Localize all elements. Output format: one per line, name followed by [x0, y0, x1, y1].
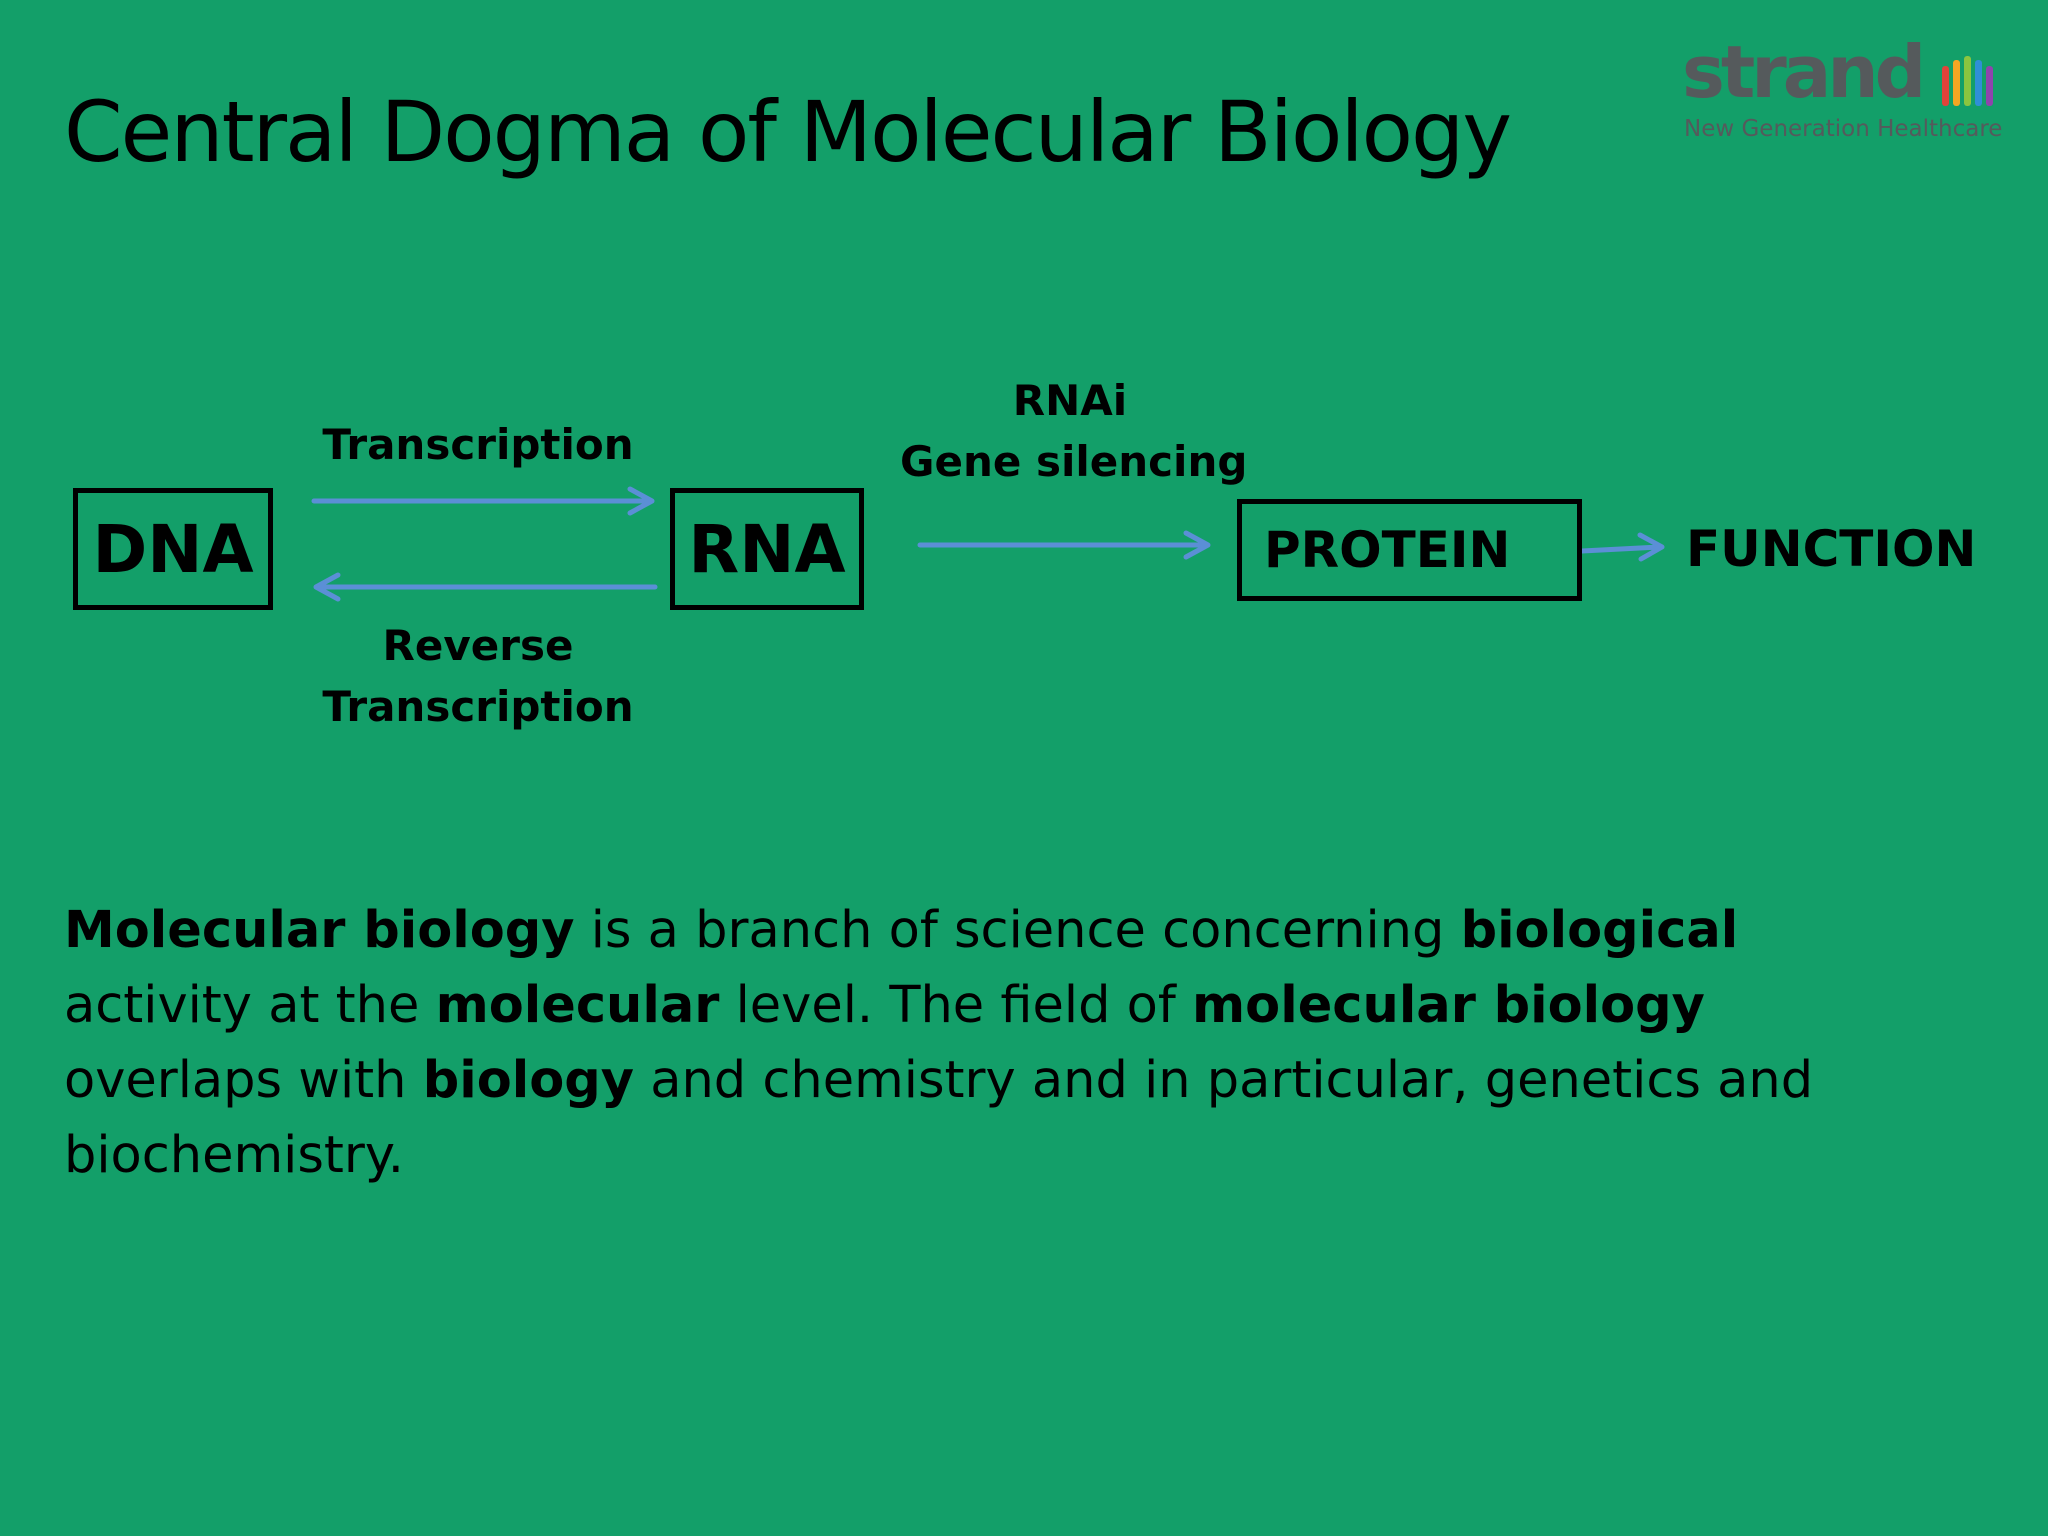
rnai-label: RNAi Gene silencing [900, 370, 1248, 492]
rnai-line-2: Gene silencing [900, 437, 1248, 486]
logo-tagline: New Generation Healthcare [1684, 116, 2003, 142]
bold-term: Molecular biology [64, 901, 575, 960]
rnai-line-1: RNAi [1012, 376, 1128, 425]
logo-wordmark: strand [1682, 30, 1926, 114]
slide-title: Central Dogma of Molecular Biology [64, 83, 1512, 181]
bold-term: molecular biology [1192, 976, 1705, 1035]
bold-term: biology [422, 1051, 635, 1110]
logo-bars-icon [1942, 56, 1993, 106]
reverse-transcription-label: Reverse Transcription [318, 615, 638, 737]
transcription-label: Transcription [318, 414, 638, 475]
body-line-1: Molecular biology is a branch of science… [64, 893, 1904, 968]
body-text-run: biochemistry. [64, 1126, 404, 1185]
dna-node: DNA [73, 488, 273, 610]
body-text-run: activity at the [64, 976, 436, 1035]
function-arrow [1579, 532, 1665, 562]
body-text-run: is a branch of science concerning [574, 901, 1461, 960]
function-label: FUNCTION [1686, 520, 1977, 578]
protein-node: PROTEIN [1237, 499, 1582, 601]
body-text-run: and chemistry and in particular, genetic… [634, 1051, 1814, 1110]
body-line-4: biochemistry. [64, 1118, 1904, 1193]
reverse-line-1: Reverse [382, 621, 574, 670]
body-line-2: activity at the molecular level. The fie… [64, 968, 1904, 1043]
body-text-run: level. The field of [719, 976, 1193, 1035]
transcription-text: Transcription [322, 420, 634, 469]
bold-term: biological [1460, 901, 1739, 960]
strand-logo: strand New Generation Healthcare [1682, 30, 2002, 154]
reverse-transcription-arrow [313, 572, 658, 602]
body-line-3: overlaps with biology and chemistry and … [64, 1043, 1904, 1118]
bold-term: molecular [435, 976, 720, 1035]
transcription-arrow [311, 486, 655, 516]
body-text-run: overlaps with [64, 1051, 423, 1110]
reverse-line-2: Transcription [322, 682, 634, 731]
translation-arrow [917, 530, 1211, 560]
body-paragraph: Molecular biology is a branch of science… [64, 893, 1904, 1193]
rna-node: RNA [670, 488, 864, 610]
